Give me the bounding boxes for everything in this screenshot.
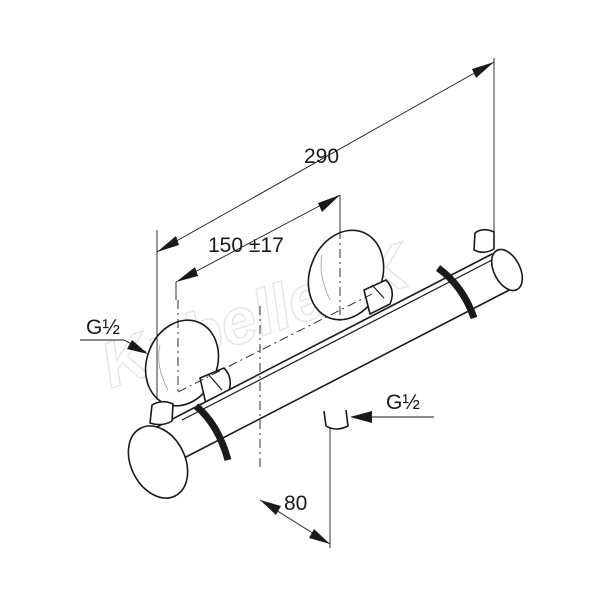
left-callout-arrow (127, 340, 148, 354)
dimension-inlet-spacing: 150 ±17 (175, 194, 341, 300)
right-rosette-nut (363, 279, 394, 315)
right-rosette-shade (320, 254, 331, 301)
bottom-outlet-spout (323, 409, 349, 430)
overall-arrow-left (157, 236, 179, 252)
offset-arrow-right (309, 529, 330, 544)
dimension-outlet-offset: 80 (259, 428, 331, 548)
outlet-offset-label: 80 (284, 492, 307, 515)
spacing-dim-line (175, 194, 341, 283)
right-handle-grip-band (435, 265, 478, 320)
left-handle-grip-band (193, 403, 232, 461)
centre-lines (177, 230, 373, 470)
callout-bottom-outlet: G½ (350, 391, 434, 423)
spacing-arrow-left (176, 267, 198, 282)
spacing-arrow-right (318, 195, 340, 212)
inlet-centre-line (177, 293, 373, 393)
left-top-stud (149, 400, 174, 426)
left-inlet-thread-label: G½ (86, 316, 120, 339)
left-handle-cap (127, 425, 189, 499)
body-highlight (181, 259, 493, 421)
overall-arrow-right (472, 62, 494, 78)
offset-arrow-left (260, 500, 281, 515)
right-end-cap (490, 248, 524, 292)
left-rosette-shade (158, 344, 169, 391)
bottom-outlet-thread-label: G½ (386, 391, 420, 414)
mixer-body (127, 228, 524, 499)
callout-left-inlet: G½ (80, 316, 148, 354)
overall-dim-line (156, 61, 495, 253)
left-nut-line (207, 373, 223, 391)
right-nut-line (371, 284, 385, 299)
bottom-callout-arrow (350, 411, 372, 423)
inlet-spacing-label: 150 ±17 (208, 234, 284, 257)
dimension-overall-length: 290 (156, 58, 495, 400)
right-top-stud (473, 228, 495, 254)
overall-length-label: 290 (304, 145, 339, 168)
